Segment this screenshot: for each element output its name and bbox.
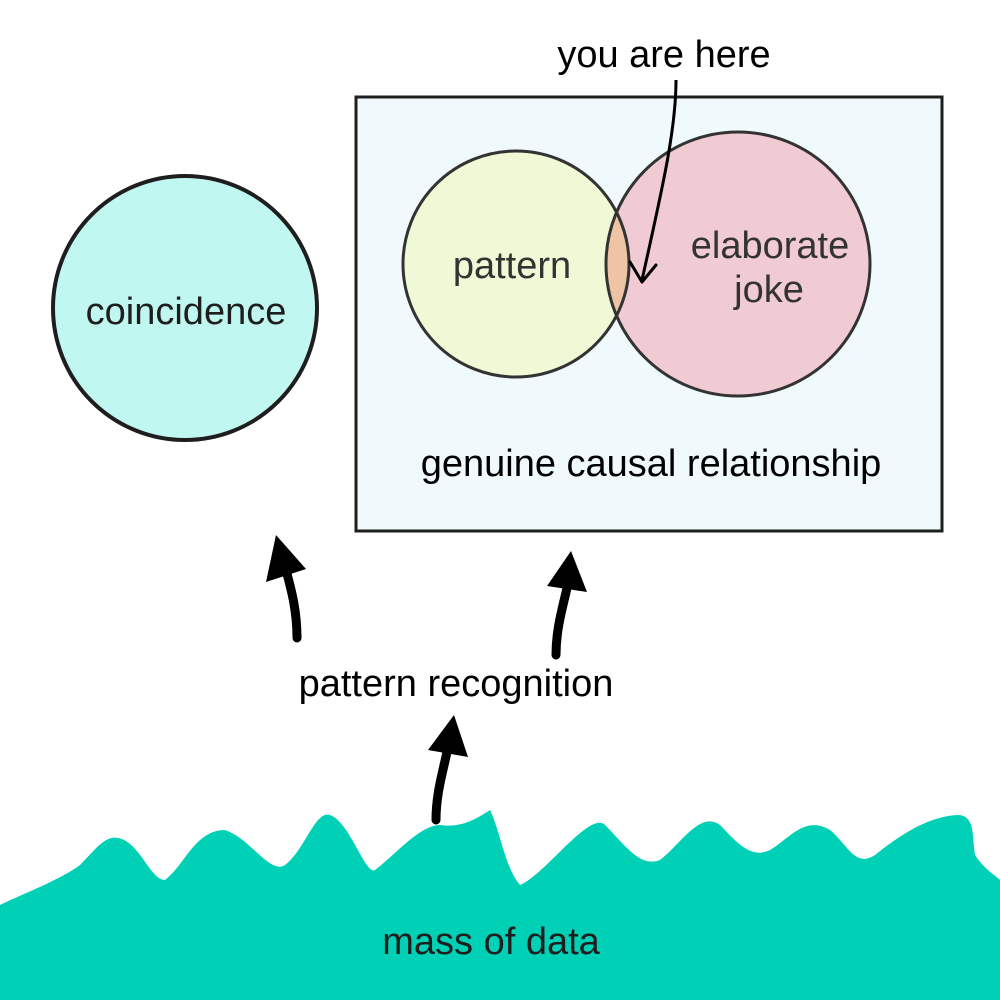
elaborate-joke-circle-outline [604,130,872,398]
arrow-to-coincidence-head [266,535,306,582]
coincidence-label: coincidence [86,291,287,333]
elaborate-joke-circle [606,132,870,396]
pattern-recognition-label: pattern recognition [299,663,614,705]
mass-of-data-label: mass of data [382,921,600,963]
arrow-to-box-head [547,551,587,592]
arrow-to-recognition-shaft [431,747,452,825]
you-are-here-label: you are here [557,34,770,76]
elaborate-joke-label-line1: elaborate [691,225,849,267]
pattern-circle [403,151,629,377]
arrow-to-coincidence-shaft [281,565,302,643]
arrow-to-box-shaft [551,583,572,660]
you-are-here-arrowhead [628,260,658,284]
you-are-here-arrow [640,79,678,281]
genuine-causal-label: genuine causal relationship [421,443,882,485]
elaborate-joke-label-line2: joke [733,269,804,311]
pattern-circle-outline [401,149,631,379]
arrow-to-recognition-head [428,715,468,757]
coincidence-circle [51,174,319,442]
mass-of-data-wave [0,810,1000,1000]
pattern-label: pattern [453,245,571,287]
